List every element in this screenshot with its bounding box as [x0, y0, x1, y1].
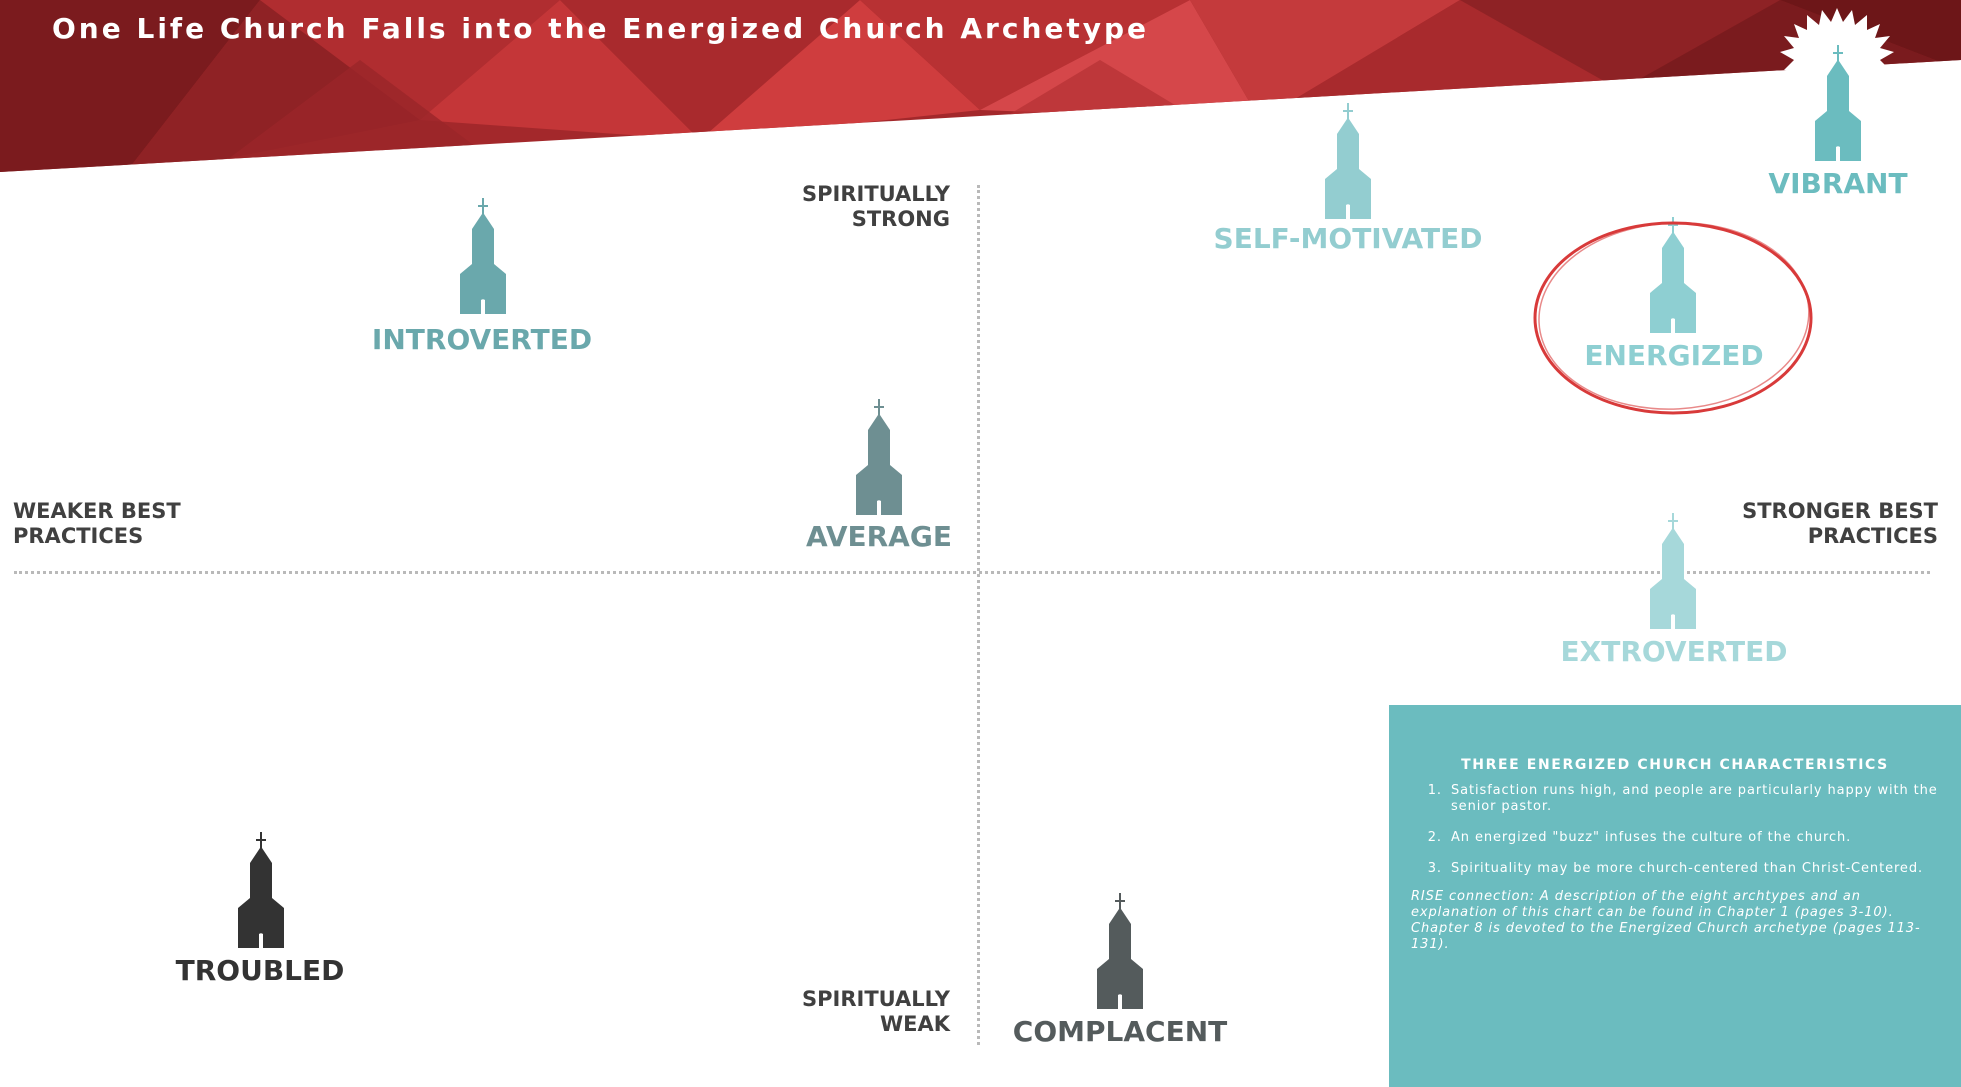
- archetype-label-energized: ENERGIZED: [1584, 339, 1764, 372]
- header-banner: [0, 0, 1961, 172]
- energized-church-icon: [1638, 217, 1708, 335]
- complacent-church-icon: [1085, 893, 1155, 1011]
- axis-label-spiritually-weak: SPIRITUALLY WEAK: [802, 987, 950, 1036]
- archetype-label-extroverted: EXTROVERTED: [1560, 635, 1788, 668]
- axis-label-weaker-best-practices: WEAKER BEST PRACTICES: [13, 499, 181, 548]
- list-item: Satisfaction runs high, and people are p…: [1447, 783, 1939, 815]
- rise-connection-note: RISE connection: A description of the ei…: [1411, 889, 1921, 952]
- horizontal-axis: [14, 571, 1930, 574]
- list-item: Spirituality may be more church-centered…: [1447, 861, 1939, 877]
- characteristics-list: Satisfaction runs high, and people are p…: [1411, 783, 1939, 877]
- vibrant-church-icon: [1803, 45, 1873, 163]
- extroverted-church-icon: [1638, 513, 1708, 631]
- archetype-label-complacent: COMPLACENT: [1012, 1015, 1228, 1048]
- troubled-church-icon: [226, 832, 296, 950]
- panel-title: THREE ENERGIZED CHURCH CHARACTERISTICS: [1461, 757, 1889, 773]
- archetype-label-introverted: INTROVERTED: [371, 323, 593, 356]
- archetype-label-troubled: TROUBLED: [175, 954, 345, 987]
- archetype-label-self-motivated: SELF-MOTIVATED: [1213, 222, 1483, 255]
- page-title: One Life Church Falls into the Energized…: [52, 12, 1150, 45]
- average-church-icon: [844, 399, 914, 517]
- axis-label-spiritually-strong: SPIRITUALLY STRONG: [802, 182, 950, 231]
- vertical-axis: [977, 185, 980, 1045]
- archetype-label-average: AVERAGE: [806, 520, 952, 553]
- archetype-label-vibrant: VIBRANT: [1768, 167, 1908, 200]
- characteristics-panel: THREE ENERGIZED CHURCH CHARACTERISTICS S…: [1389, 705, 1961, 1087]
- introverted-church-icon: [448, 198, 518, 316]
- highlight-circle: [1533, 221, 1813, 415]
- list-item: An energized "buzz" infuses the culture …: [1447, 830, 1939, 846]
- axis-label-stronger-best-practices: STRONGER BEST PRACTICES: [1742, 499, 1938, 548]
- self-motivated-church-icon: [1313, 103, 1383, 221]
